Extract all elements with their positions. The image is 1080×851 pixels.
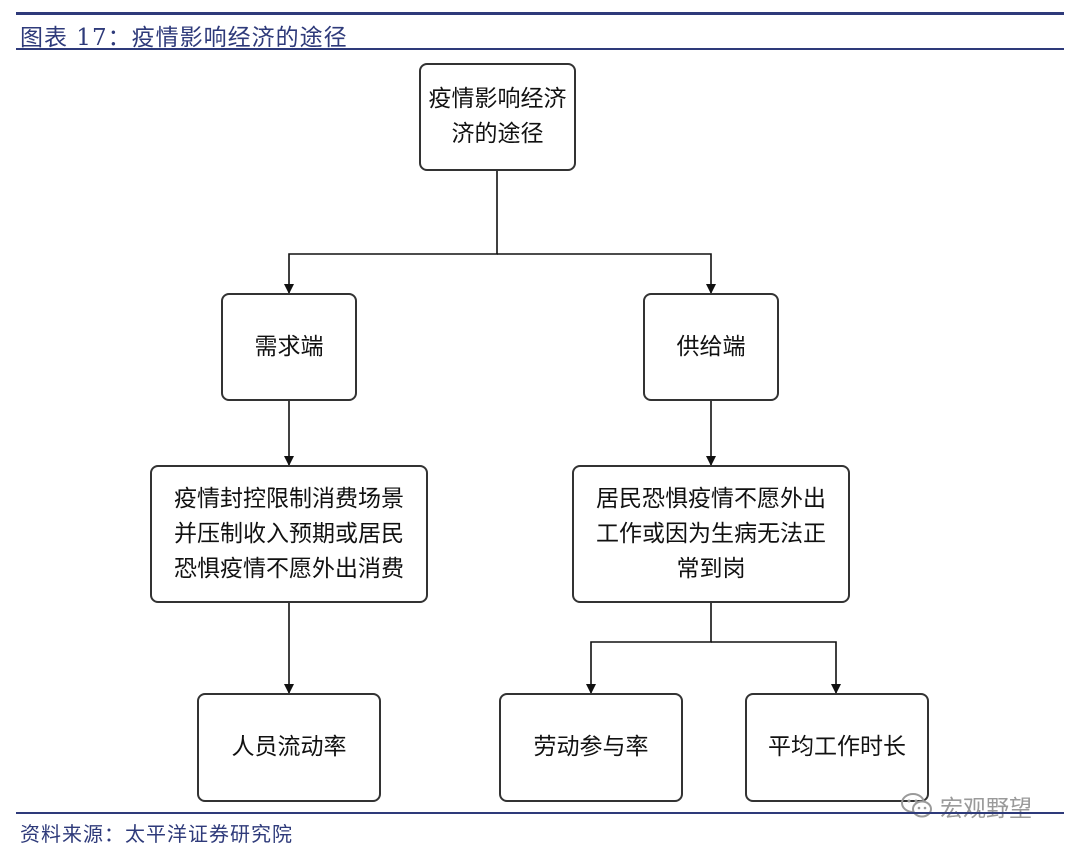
node-demand: 需求端 — [221, 293, 357, 401]
source-note: 资料来源：太平洋证券研究院 — [20, 822, 293, 846]
header-bottom-rule — [16, 48, 1064, 50]
wechat-icon — [901, 793, 932, 818]
node-root-label: 疫情影响经济 济的途径 — [428, 86, 567, 147]
node-root: 疫情影响经济 济的途径 — [419, 63, 576, 171]
edge-root-supply — [497, 253, 716, 294]
node-mobility-label: 人员流动率 — [231, 734, 347, 760]
node-supply: 供给端 — [643, 293, 779, 401]
node-working-hours: 平均工作时长 — [745, 693, 929, 802]
node-supply-label: 供给端 — [676, 333, 746, 360]
node-labor-participation: 劳动参与率 — [499, 693, 683, 802]
watermark: 宏观野望 — [900, 790, 1032, 822]
node-working-hours-label: 平均工作时长 — [768, 734, 906, 760]
edge-root-demand — [284, 170, 498, 294]
figure-title: 图表 17：疫情影响经济的途径 — [20, 25, 348, 51]
header-top-rule — [16, 12, 1064, 15]
node-demand-effect: 疫情封控限制消费场景 并压制收入预期或居民 恐惧疫情不愿外出消费 — [150, 465, 428, 603]
node-demand-effect-label: 疫情封控限制消费场景 并压制收入预期或居民 恐惧疫情不愿外出消费 — [174, 485, 404, 582]
watermark-text: 宏观野望 — [940, 796, 1032, 822]
edge-effect-labor — [586, 602, 712, 694]
node-supply-effect: 居民恐惧疫情不愿外出 工作或因为生病无法正 常到岗 — [572, 465, 850, 603]
node-labor-participation-label: 劳动参与率 — [533, 734, 649, 760]
node-demand-label: 需求端 — [254, 333, 324, 360]
footer-rule — [16, 812, 1064, 814]
node-mobility: 人员流动率 — [197, 693, 381, 802]
node-supply-effect-label: 居民恐惧疫情不愿外出 工作或因为生病无法正 常到岗 — [596, 485, 826, 582]
edge-effect-hours — [711, 641, 841, 694]
